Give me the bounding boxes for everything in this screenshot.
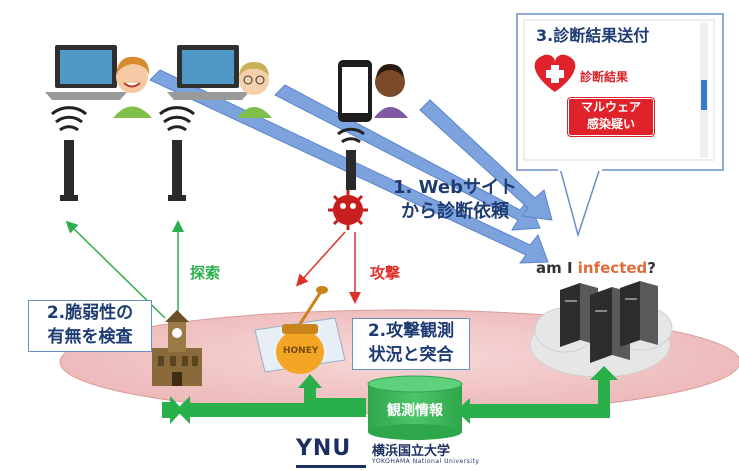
data-flow-arrows: [162, 366, 618, 424]
diagnosis-result-label: 診断結果: [580, 70, 629, 84]
heart-medical-icon: [534, 54, 576, 92]
malware-virus-icon: [328, 190, 368, 230]
user-avatar-man: [374, 64, 408, 118]
honey-text: HONEY: [283, 346, 319, 356]
ynu-logo: YNU: [296, 436, 352, 461]
database-cylinder: [367, 375, 463, 440]
router-icon: [51, 106, 87, 201]
step1-line2: から診断依頼: [401, 201, 509, 222]
step2-left-callout: 2.脆弱性の 有無を検査: [28, 300, 152, 352]
attack-label: 攻撃: [370, 264, 401, 282]
malware-line1: マルウェア: [580, 100, 641, 114]
service-prefix: am I: [536, 259, 578, 277]
probe-label: 探索: [190, 264, 221, 282]
laptop-icon: [167, 45, 249, 100]
malware-warning-badge: マルウェア 感染疑い: [568, 98, 654, 136]
logo-underline: [296, 465, 366, 468]
service-highlight: infected: [577, 259, 648, 277]
laptop-icon: [45, 45, 127, 100]
university-name-en: YOKOHAMA National University: [372, 458, 480, 465]
malware-line2: 感染疑い: [586, 117, 635, 131]
university-name-jp: 横浜国立大学: [372, 444, 451, 459]
user-avatar-man-glasses: [237, 62, 272, 118]
step2-left-line2: 有無を検査: [47, 327, 133, 347]
service-name: am I infected?: [536, 259, 656, 277]
attack-arrow: [295, 231, 346, 287]
user-avatar-woman: [113, 56, 152, 118]
service-suffix: ?: [647, 259, 656, 277]
step2-left-line1: 2.脆弱性の: [46, 303, 134, 323]
database-label: 観測情報: [387, 403, 443, 419]
step2-right-line1: 2.攻撃観測: [367, 321, 455, 341]
honeypot-icon: [254, 286, 346, 374]
smartphone-icon: [338, 60, 372, 122]
step1-label: 1. Webサイト から診断依頼: [380, 176, 530, 224]
step2-right-line2: 状況と突合: [368, 345, 454, 365]
step2-right-callout: 2.攻撃観測 状況と突合: [352, 318, 470, 370]
router-icon: [337, 127, 365, 190]
router-icon: [159, 106, 195, 201]
step3-title: 3.診断結果送付: [536, 26, 650, 45]
step1-line1: 1. Webサイト: [393, 177, 517, 198]
result-panel-bubble: [516, 13, 724, 238]
server-rack-icon: [560, 281, 658, 363]
university-building-icon: [152, 310, 202, 386]
